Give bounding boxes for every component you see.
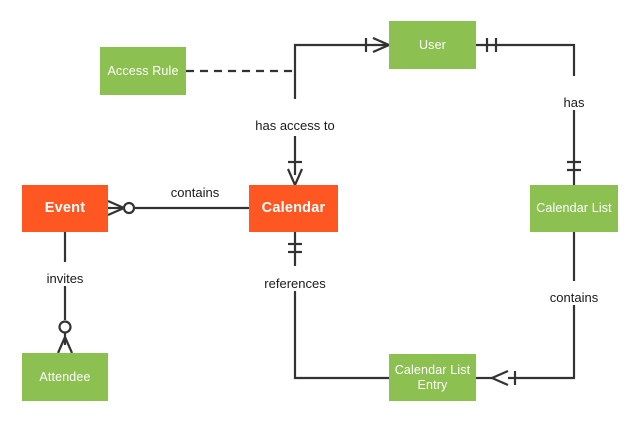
entity-event[interactable]: Event	[22, 185, 108, 232]
connector-calendar-listentry	[288, 232, 389, 380]
relationship-label-has-access-to: has access to	[252, 118, 338, 133]
relationship-label-contains-list-entry: contains	[546, 290, 602, 305]
entity-calendar-list-entry[interactable]: Calendar List Entry	[389, 354, 476, 401]
entity-calendar-label: Calendar	[261, 200, 326, 216]
relationship-label-references: references	[261, 276, 329, 291]
relationship-label-has: has	[560, 95, 588, 110]
entity-calendar[interactable]: Calendar	[249, 185, 338, 232]
entity-access-rule-label: Access Rule	[107, 63, 179, 78]
connector-event-calendar	[107, 199, 249, 217]
connector-event-attendee	[56, 232, 74, 354]
entity-user[interactable]: User	[389, 21, 476, 69]
entity-attendee[interactable]: Attendee	[22, 353, 108, 401]
connector-calendarlist-listentry	[476, 232, 576, 387]
entity-calendar-list-label: Calendar List	[536, 201, 612, 215]
entity-calendar-list-entry-label-line2: Entry	[417, 377, 448, 392]
relationship-label-contains-event-calendar: contains	[167, 185, 223, 200]
entity-attendee-label: Attendee	[39, 369, 91, 384]
relationship-label-invites: invites	[43, 271, 87, 286]
entity-event-label: Event	[44, 200, 86, 216]
entity-calendar-list-entry-label-line1: Calendar List	[394, 362, 471, 377]
entity-calendar-list[interactable]: Calendar List	[530, 185, 618, 232]
connector-user-calendarlist	[476, 38, 581, 185]
entity-user-label: User	[419, 37, 446, 52]
entity-access-rule[interactable]: Access Rule	[100, 47, 186, 95]
connector-user-calendar-access	[286, 36, 390, 186]
